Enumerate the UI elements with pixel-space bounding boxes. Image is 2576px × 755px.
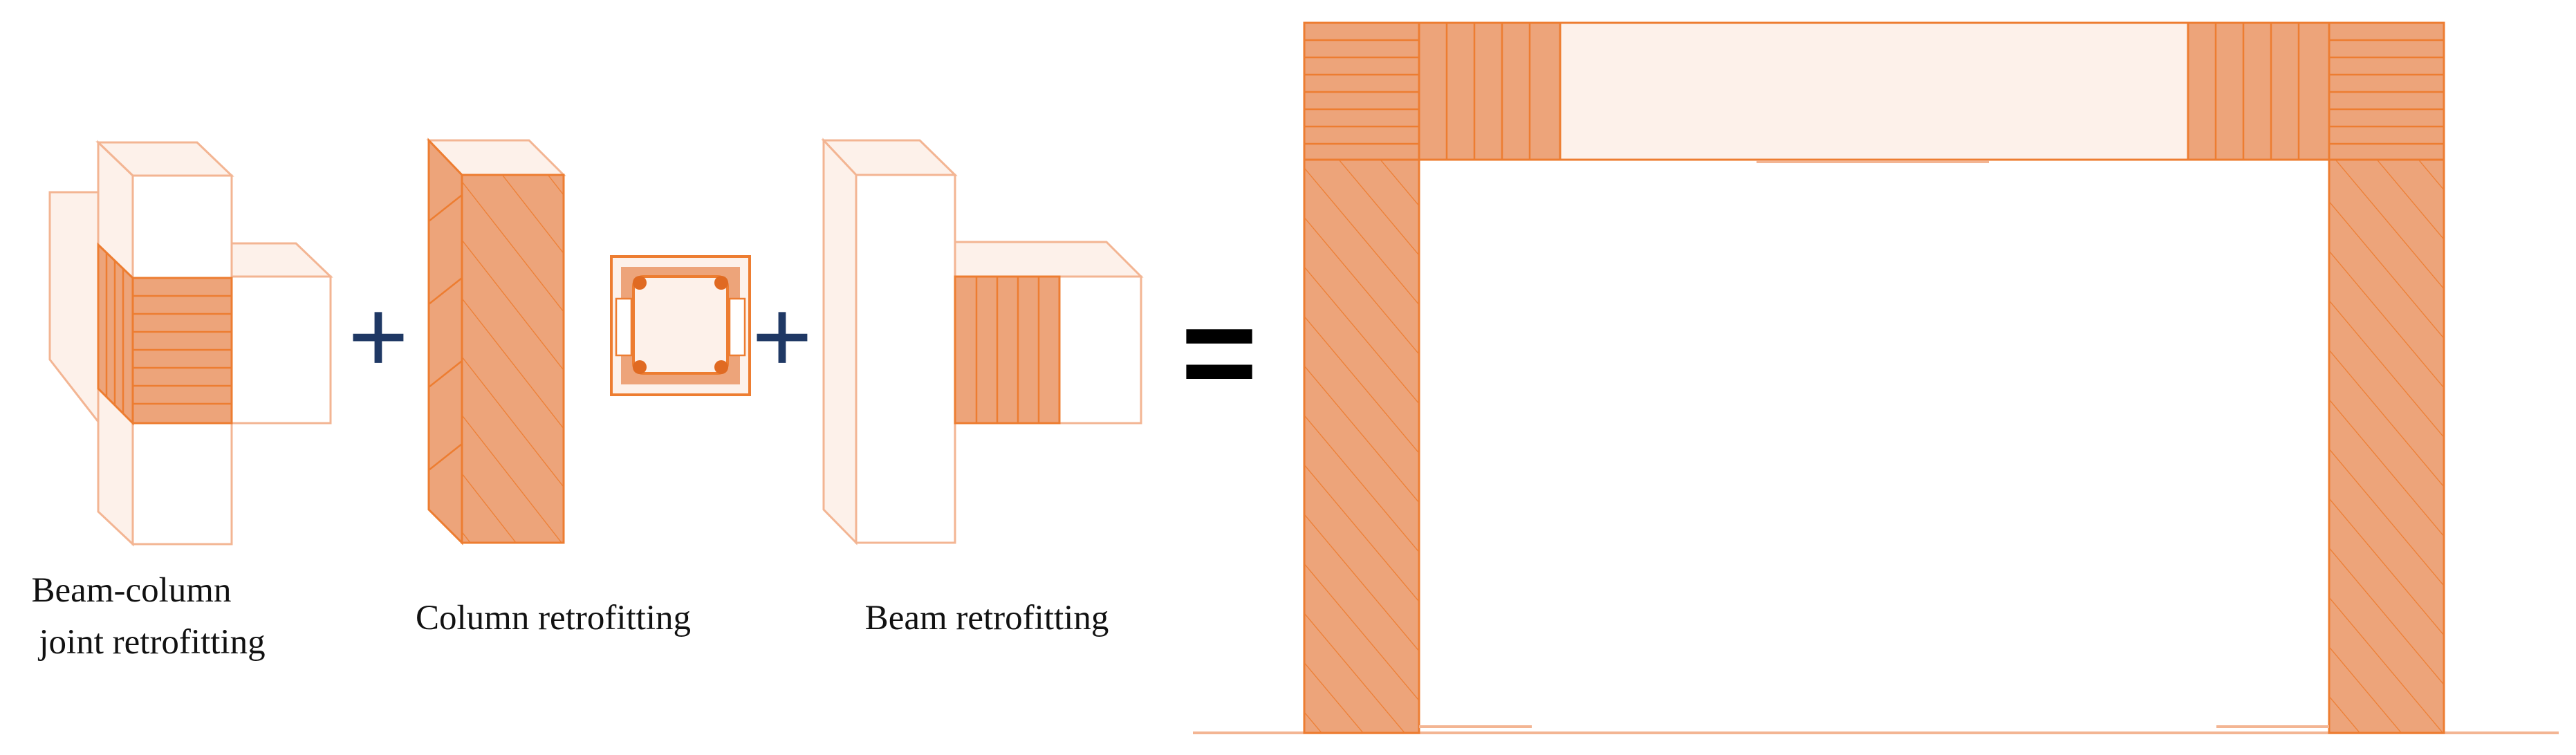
- plus-sign-1: +: [348, 278, 409, 394]
- frame-left-column: [1303, 158, 1420, 734]
- label-column: Column retrofitting: [416, 599, 691, 637]
- column-front-face: [461, 174, 565, 544]
- frame-right-beam-retrofit: [2187, 21, 2331, 161]
- frame-left-beam-retrofit: [1418, 21, 1562, 161]
- beam-retrofit-zone: [954, 275, 1061, 425]
- joint-left-beam-face: [48, 191, 100, 425]
- label-joint-line2: joint retrofitting: [37, 623, 265, 662]
- column-cross-section: [610, 255, 751, 396]
- label-joint-line1: Beam-column: [32, 571, 232, 610]
- joint-right-beam-front: [230, 275, 332, 425]
- rebar-dot: [714, 360, 728, 374]
- plus-sign-2: +: [752, 278, 813, 394]
- beam-retrofit-figure: [821, 138, 1144, 546]
- beam-column-joint-figure: [48, 140, 333, 547]
- rebar-dot: [714, 276, 728, 290]
- beam-top-face: [954, 241, 1144, 278]
- beam-column-front: [855, 174, 956, 544]
- column-retrofit-figure: [426, 138, 566, 546]
- beam-column-side: [822, 138, 858, 546]
- column-side-face: [427, 138, 463, 546]
- joint-upper-column-front: [131, 174, 233, 279]
- rebar-dot: [633, 276, 647, 290]
- frame-right-column: [2328, 158, 2445, 734]
- label-beam: Beam retrofitting: [865, 599, 1109, 637]
- equals-sign: =: [1181, 279, 1258, 426]
- joint-right-beam-top: [230, 242, 333, 278]
- rebar-dot: [633, 360, 647, 374]
- joint-lower-column-front: [131, 420, 233, 546]
- retrofitted-frame: [1193, 21, 2559, 734]
